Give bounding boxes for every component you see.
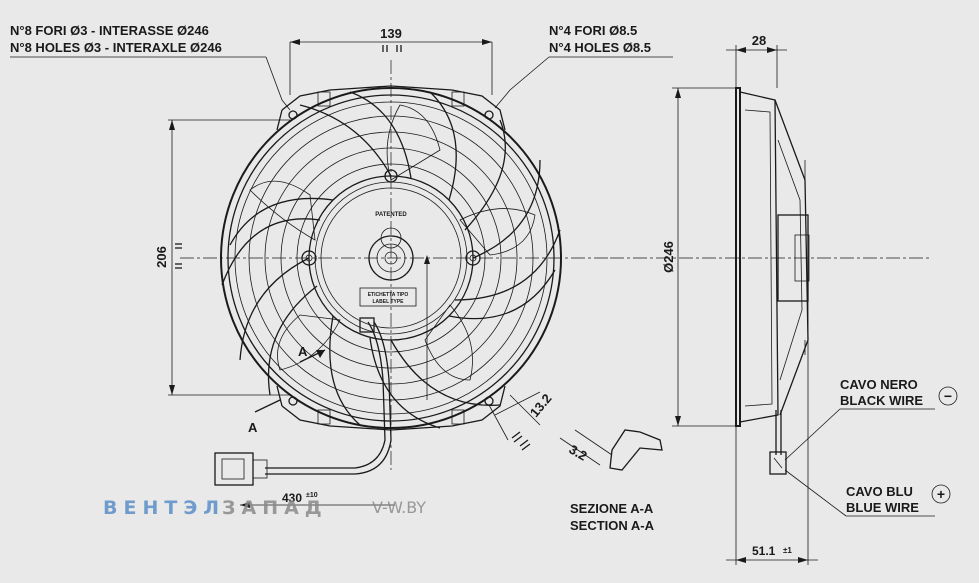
plus-sign-icon: + [937,486,945,502]
big-holes-note: N°4 FORI Ø8.5 N°4 HOLES Ø8.5 [494,23,673,109]
section-mark-lower: A [248,420,258,435]
dim-430-tol: ±10 [306,492,318,499]
dim-139-label: 139 [380,26,402,41]
black-wire-label-it: CAVO NERO [840,377,918,392]
watermark-text-gray: ЗАПАД [222,497,328,519]
small-holes-label-en: N°8 HOLES Ø3 - INTERAXLE Ø246 [10,40,222,55]
section-title-en: SECTION A-A [570,518,655,533]
dimension-206: 206 [154,119,290,396]
section-a-a-detail: 3.2 SEZIONE A-A SECTION A-A [559,429,663,533]
dim-246-label: Ø246 [661,241,676,273]
black-wire-label-en: BLACK WIRE [840,393,923,408]
black-wire-callout: CAVO NERO BLACK WIRE − [784,377,958,461]
fan-blades [249,104,536,381]
small-holes-note: N°8 FORI Ø3 - INTERASSE Ø246 N°8 HOLES Ø… [10,23,291,111]
blue-wire-label-it: CAVO BLU [846,484,913,499]
fan-side-view: 28 Ø246 51.1 ±1 [661,33,818,565]
section-title-it: SEZIONE A-A [570,501,654,516]
dim-206-label: 206 [154,246,169,268]
cable-and-connector [214,317,392,486]
dim-51-1-tol: ±1 [783,546,792,555]
small-holes-label-it: N°8 FORI Ø3 - INTERASSE Ø246 [10,23,209,38]
hub-label-it: ETICHETTA TIPO [368,292,409,298]
section-a-markers: A A [248,344,326,435]
watermark: ВЕНТЭЛ ЗАПАД V-W.BY [103,497,426,519]
watermark-text-blue: ВЕНТЭЛ [103,497,225,519]
section-mark-upper: A [298,344,308,359]
dim-28-label: 28 [752,33,766,48]
blue-wire-label-en: BLUE WIRE [846,500,919,515]
dimension-13-2: 13.2 [488,391,555,451]
hub-patented-text: PATENTED [375,212,407,218]
dimension-139: 139 [289,26,493,95]
dim-430-label: 430 [282,491,302,505]
minus-sign-icon: − [944,388,952,404]
big-holes-label-it: N°4 FORI Ø8.5 [549,23,637,38]
blue-wire-callout: CAVO BLU BLUE WIRE + [784,469,951,517]
hub-label-en: LABEL TYPE [372,299,404,305]
big-holes-label-en: N°4 HOLES Ø8.5 [549,40,651,55]
watermark-url: V-W.BY [372,498,426,517]
dimension-430: 430 ±10 [240,491,395,508]
dim-51-1-label: 51.1 [752,544,776,558]
